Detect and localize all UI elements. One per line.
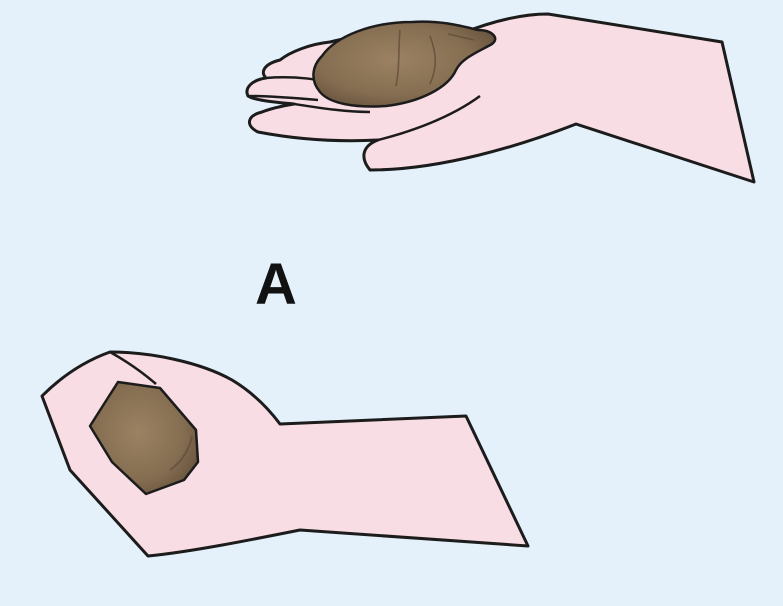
upper-thumb-line bbox=[377, 94, 481, 142]
lower-thumb-line bbox=[109, 350, 157, 385]
upper-clay-lump bbox=[312, 20, 497, 108]
upper-finger-line-2 bbox=[247, 94, 319, 102]
upper-finger-line-3 bbox=[293, 102, 371, 114]
panel-label: A bbox=[255, 252, 297, 317]
lower-clay-shadow bbox=[169, 435, 193, 471]
open-palm-hand-with-clay-icon bbox=[245, 12, 756, 184]
upper-hand-outline bbox=[245, 12, 756, 184]
cupped-hand-with-clay-icon bbox=[40, 350, 530, 558]
upper-clay-texture bbox=[395, 29, 475, 87]
lower-clay-ball bbox=[88, 380, 200, 496]
